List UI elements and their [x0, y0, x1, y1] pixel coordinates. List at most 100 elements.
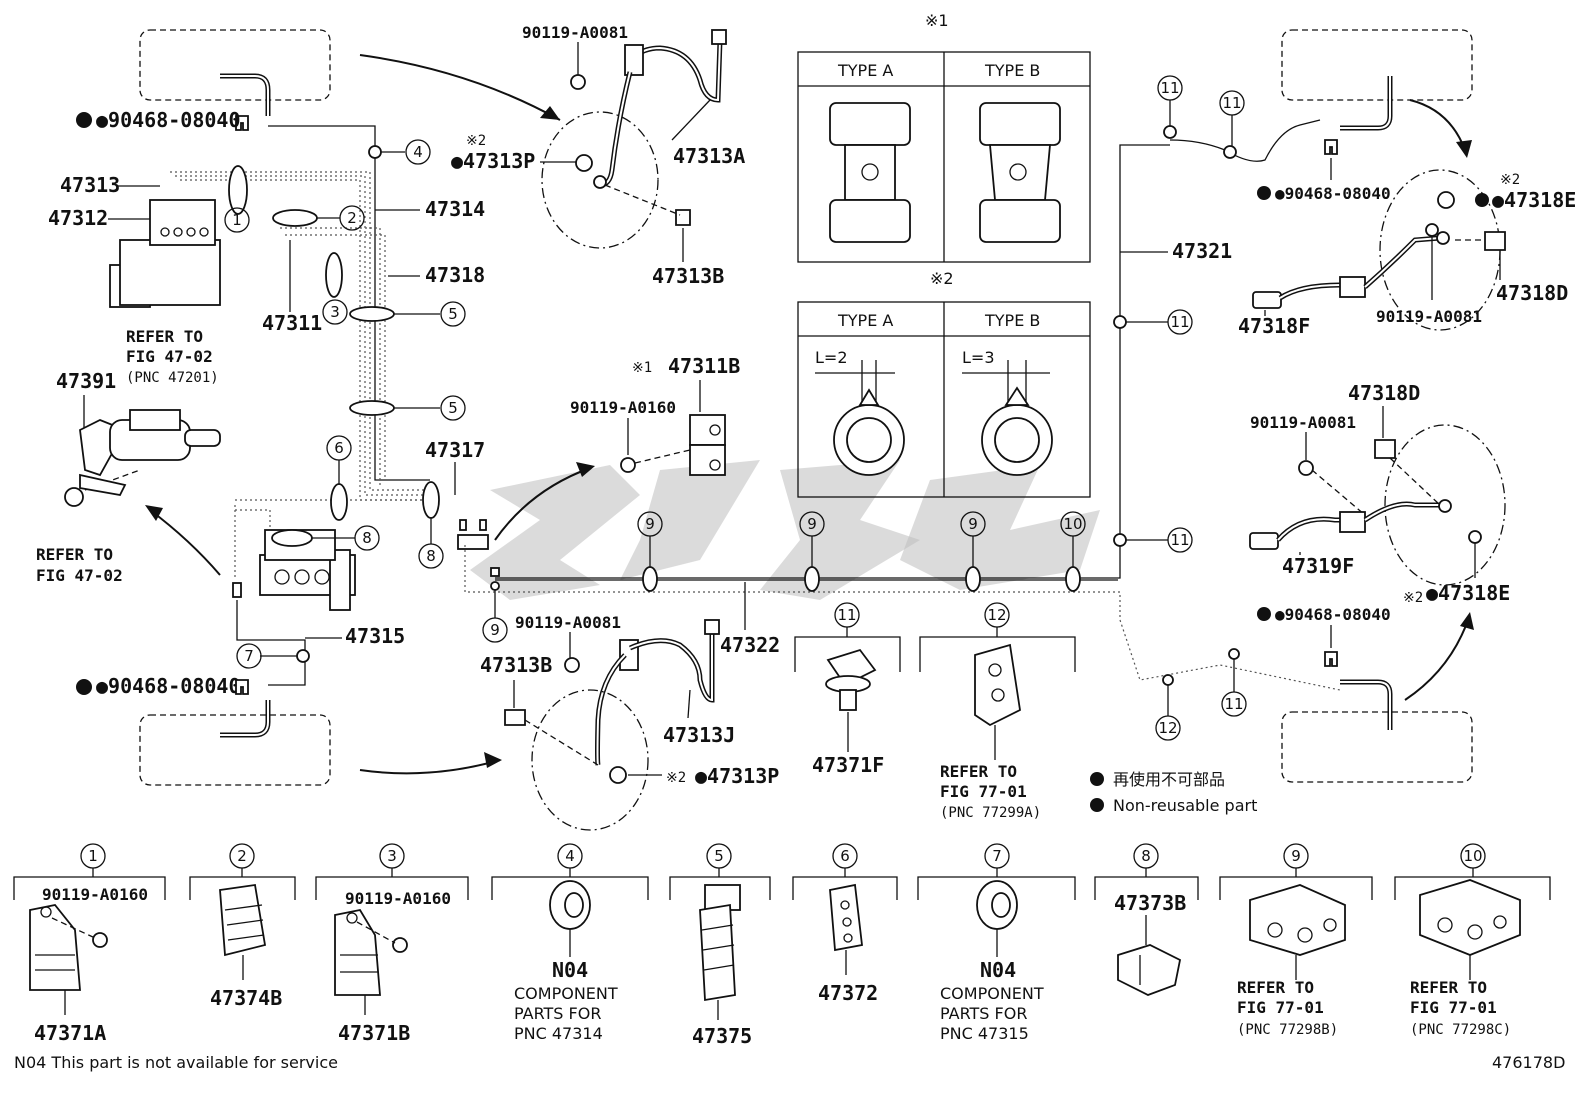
- junction-4: [368, 145, 382, 159]
- label-47313p-top: ●47313P: [451, 149, 535, 173]
- wheel-area-frame-bl: [139, 714, 331, 786]
- svg-text:7: 7: [992, 847, 1002, 865]
- label-90119-a0160-mid: 90119-A0160: [570, 398, 676, 417]
- label-90119-a0081-top: 90119-A0081: [522, 23, 628, 42]
- line-47315: [236, 600, 306, 686]
- svg-text:10: 10: [1463, 847, 1482, 865]
- gasket-type-a: [815, 360, 905, 476]
- arrow-to-fig-4702: [149, 509, 221, 576]
- legend-en: Non-reusable part: [1113, 796, 1257, 815]
- bolt-47318d-top: [1484, 231, 1506, 251]
- wheel-area-frame-br: [1281, 711, 1473, 783]
- label-47318: 47318: [425, 263, 485, 287]
- hose-end-br: [1340, 679, 1393, 730]
- label-47318d-top: 47318D: [1496, 281, 1568, 305]
- bottom-9-ref2: FIG 77-01: [1237, 998, 1324, 1017]
- label-47313: 47313: [60, 173, 120, 197]
- abs-actuator: [109, 199, 221, 308]
- svg-text:6: 6: [334, 439, 344, 457]
- label-47313p-bot: ●47313P: [695, 764, 779, 788]
- label-47371f: 47371F: [812, 753, 884, 777]
- bottom-10-ref1: REFER TO: [1410, 978, 1487, 997]
- label-47318f: 47318F: [1238, 314, 1310, 338]
- clip-type-b-1: [979, 102, 1061, 243]
- svg-text:5: 5: [448, 305, 458, 323]
- bottom-10-ref2: FIG 77-01: [1410, 998, 1497, 1017]
- refer-fig-4702-a-line2: FIG 47-02: [126, 347, 213, 366]
- refer-fig-4702-b-line1: REFER TO: [36, 545, 113, 564]
- type-box2-dim-a: L=2: [815, 348, 848, 367]
- clamp-9a: [642, 566, 658, 592]
- svg-text:12: 12: [987, 606, 1006, 624]
- clamp-8b: [422, 481, 440, 519]
- bottom-4-note3: PNC 47314: [514, 1024, 603, 1043]
- label-47322: 47322: [720, 633, 780, 657]
- label-47313a: 47313A: [673, 144, 745, 168]
- union-47373b: [1117, 944, 1182, 996]
- bottom-9-ref3: (PNC 77298B): [1237, 1022, 1338, 1038]
- union-fitting-l: [232, 582, 242, 598]
- clip-47371f: [825, 648, 877, 711]
- bottom-7-note1: COMPONENT: [940, 984, 1044, 1003]
- svg-text:2: 2: [347, 209, 357, 227]
- clamp-2: [272, 209, 318, 227]
- svg-text:5: 5: [448, 399, 458, 417]
- clamp-47375: [699, 884, 741, 1002]
- label-47314: 47314: [425, 197, 485, 221]
- label-47318e-top: ●47318E: [1492, 188, 1576, 212]
- clip-90468-tl: [235, 115, 249, 131]
- clip-90468-tr: [1324, 139, 1338, 155]
- clip-77299a: [974, 643, 1021, 727]
- gasket-47313p-top: [575, 154, 593, 172]
- refer-fig-4702-a-line3: (PNC 47201): [126, 370, 219, 386]
- svg-text:※2: ※2: [666, 770, 686, 786]
- hose-47318f: [1252, 231, 1450, 309]
- bottom-1-name: 47371A: [34, 1021, 106, 1045]
- bottom-8-name: 47373B: [1114, 891, 1186, 915]
- svg-text:8: 8: [426, 547, 436, 565]
- detail-circle-br: [1384, 424, 1506, 586]
- label-47318d-mid: 47318D: [1348, 381, 1420, 405]
- gasket-47318e-mid: [1468, 530, 1482, 544]
- bottom-4-name: N04: [552, 958, 588, 982]
- arrow-to-47311b: [494, 467, 591, 541]
- label-90468-tr: ●90468-08040: [1275, 184, 1391, 203]
- type-box-2: [797, 301, 1091, 498]
- clamp-77298c: [1419, 879, 1521, 956]
- bolt-47313b-top: [675, 209, 691, 226]
- clamp-77298b: [1249, 884, 1346, 956]
- legend-jp: 再使用不可部品: [1113, 770, 1225, 789]
- hose-47313j: [564, 619, 720, 766]
- svg-text:12: 12: [1158, 719, 1177, 737]
- svg-text:11: 11: [1160, 79, 1179, 97]
- bolt-47318d-mid: [1374, 439, 1396, 459]
- svg-text:1: 1: [88, 847, 98, 865]
- label-47313b-top: 47313B: [652, 264, 724, 288]
- type-box-1: [797, 51, 1091, 263]
- label-47313j: 47313J: [663, 723, 735, 747]
- bottom-3-top-label: 90119-A0160: [345, 889, 451, 908]
- gasket-47318e-top: [1437, 191, 1455, 209]
- flow-arrow-br: [1404, 619, 1469, 701]
- detail-circle-bot: [531, 689, 649, 831]
- label-90119-a0081-r1: 90119-A0081: [1376, 307, 1482, 326]
- type-box2-dim-b: L=3: [962, 348, 995, 367]
- footnote: N04 This part is not available for servi…: [14, 1053, 338, 1072]
- svg-text:7: 7: [244, 647, 254, 665]
- svg-text:4: 4: [413, 143, 423, 161]
- bolt-47313b-bot: [504, 709, 526, 726]
- bottom-3-name: 47371B: [338, 1021, 410, 1045]
- svg-text:4: 4: [565, 847, 575, 865]
- clamp-3: [325, 252, 343, 298]
- wheel-area-frame-tr: [1281, 29, 1473, 101]
- bottom-7-name: N04: [980, 958, 1016, 982]
- refer-fig-4702-a-line1: REFER TO: [126, 327, 203, 346]
- bottom-4-note2: PARTS FOR: [514, 1004, 601, 1023]
- clamp-9c: [965, 566, 981, 592]
- svg-text:8: 8: [1141, 847, 1151, 865]
- svg-text:※2: ※2: [1500, 172, 1520, 188]
- clip-type-a-1: [829, 102, 911, 243]
- svg-text:6: 6: [840, 847, 850, 865]
- hose-end-tr: [1340, 76, 1393, 131]
